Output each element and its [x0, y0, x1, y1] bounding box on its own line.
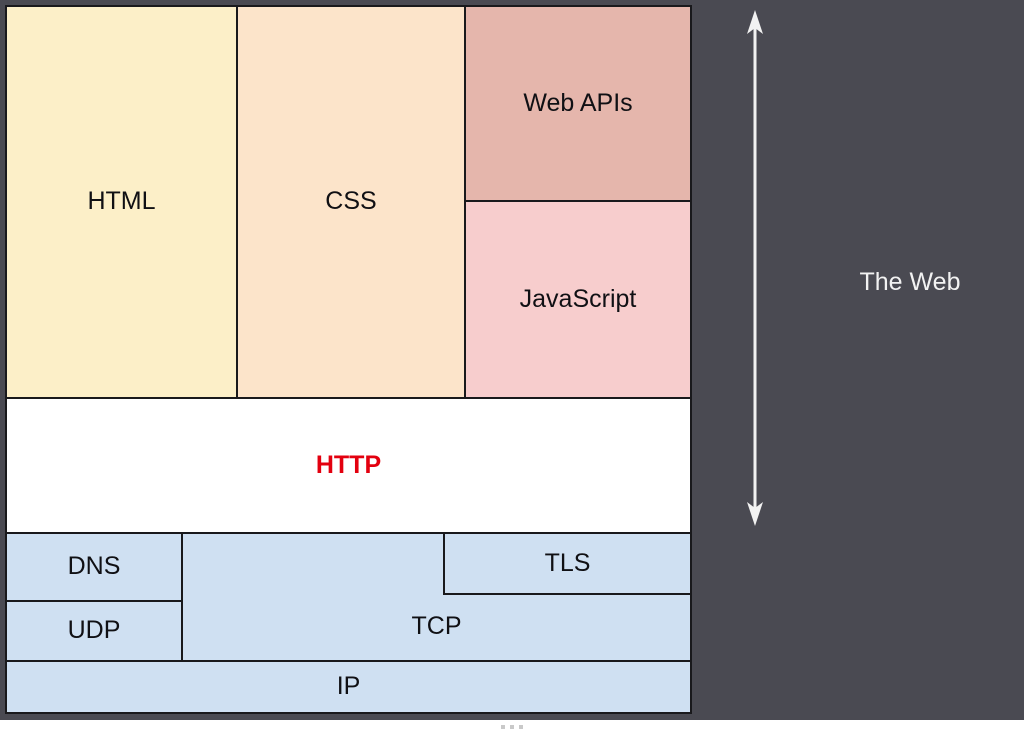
- bottom-handle-bar[interactable]: [0, 720, 1024, 734]
- stack-box-javascript[interactable]: JavaScript: [464, 200, 692, 399]
- stack-box-tls[interactable]: TLS: [443, 532, 692, 595]
- stack-box-css[interactable]: CSS: [236, 5, 466, 399]
- double-headed-vertical-arrow-icon: [747, 10, 763, 526]
- scope-arrow: [739, 8, 771, 528]
- dot: [510, 725, 514, 729]
- dot: [501, 725, 505, 729]
- stack-box-html[interactable]: HTML: [5, 5, 238, 399]
- stack-box-http[interactable]: HTTP: [5, 397, 692, 534]
- stack-box-dns[interactable]: DNS: [5, 532, 183, 602]
- stack-box-udp[interactable]: UDP: [5, 600, 183, 662]
- stack-box-ip[interactable]: IP: [5, 660, 692, 714]
- web-technology-stack: HTML CSS Web APIs JavaScript HTTP TCP TL…: [5, 5, 692, 714]
- the-web-label: The Web: [859, 268, 961, 296]
- stack-box-web-apis[interactable]: Web APIs: [464, 5, 692, 202]
- three-dots-handle-icon[interactable]: [501, 725, 523, 729]
- dot: [519, 725, 523, 729]
